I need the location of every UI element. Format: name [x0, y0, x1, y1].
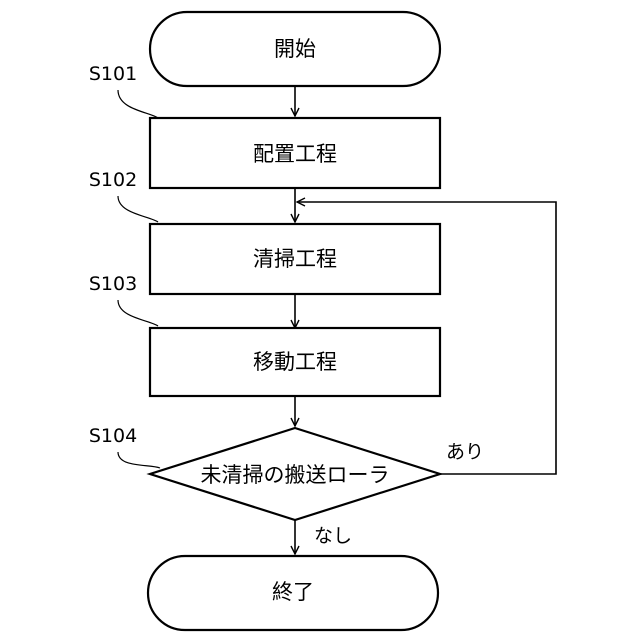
step-id-s102: S102 — [89, 169, 137, 191]
leader-s102 — [118, 196, 158, 222]
decision-label-s104: 未清掃の搬送ローラ — [201, 463, 390, 487]
start-label: 開始 — [274, 37, 316, 61]
step-id-s103: S103 — [89, 273, 137, 295]
process-label-s103: 移動工程 — [253, 350, 337, 374]
step-id-s101: S101 — [89, 63, 137, 85]
branch-label-no: なし — [314, 525, 352, 547]
leader-s101 — [118, 90, 158, 118]
step-id-s104: S104 — [89, 425, 137, 447]
leader-s103 — [118, 300, 158, 326]
process-label-s101: 配置工程 — [253, 142, 337, 166]
branch-label-yes: あり — [446, 441, 484, 463]
process-label-s102: 清掃工程 — [253, 247, 337, 271]
end-label: 終了 — [272, 580, 314, 604]
leader-s104 — [118, 452, 160, 468]
